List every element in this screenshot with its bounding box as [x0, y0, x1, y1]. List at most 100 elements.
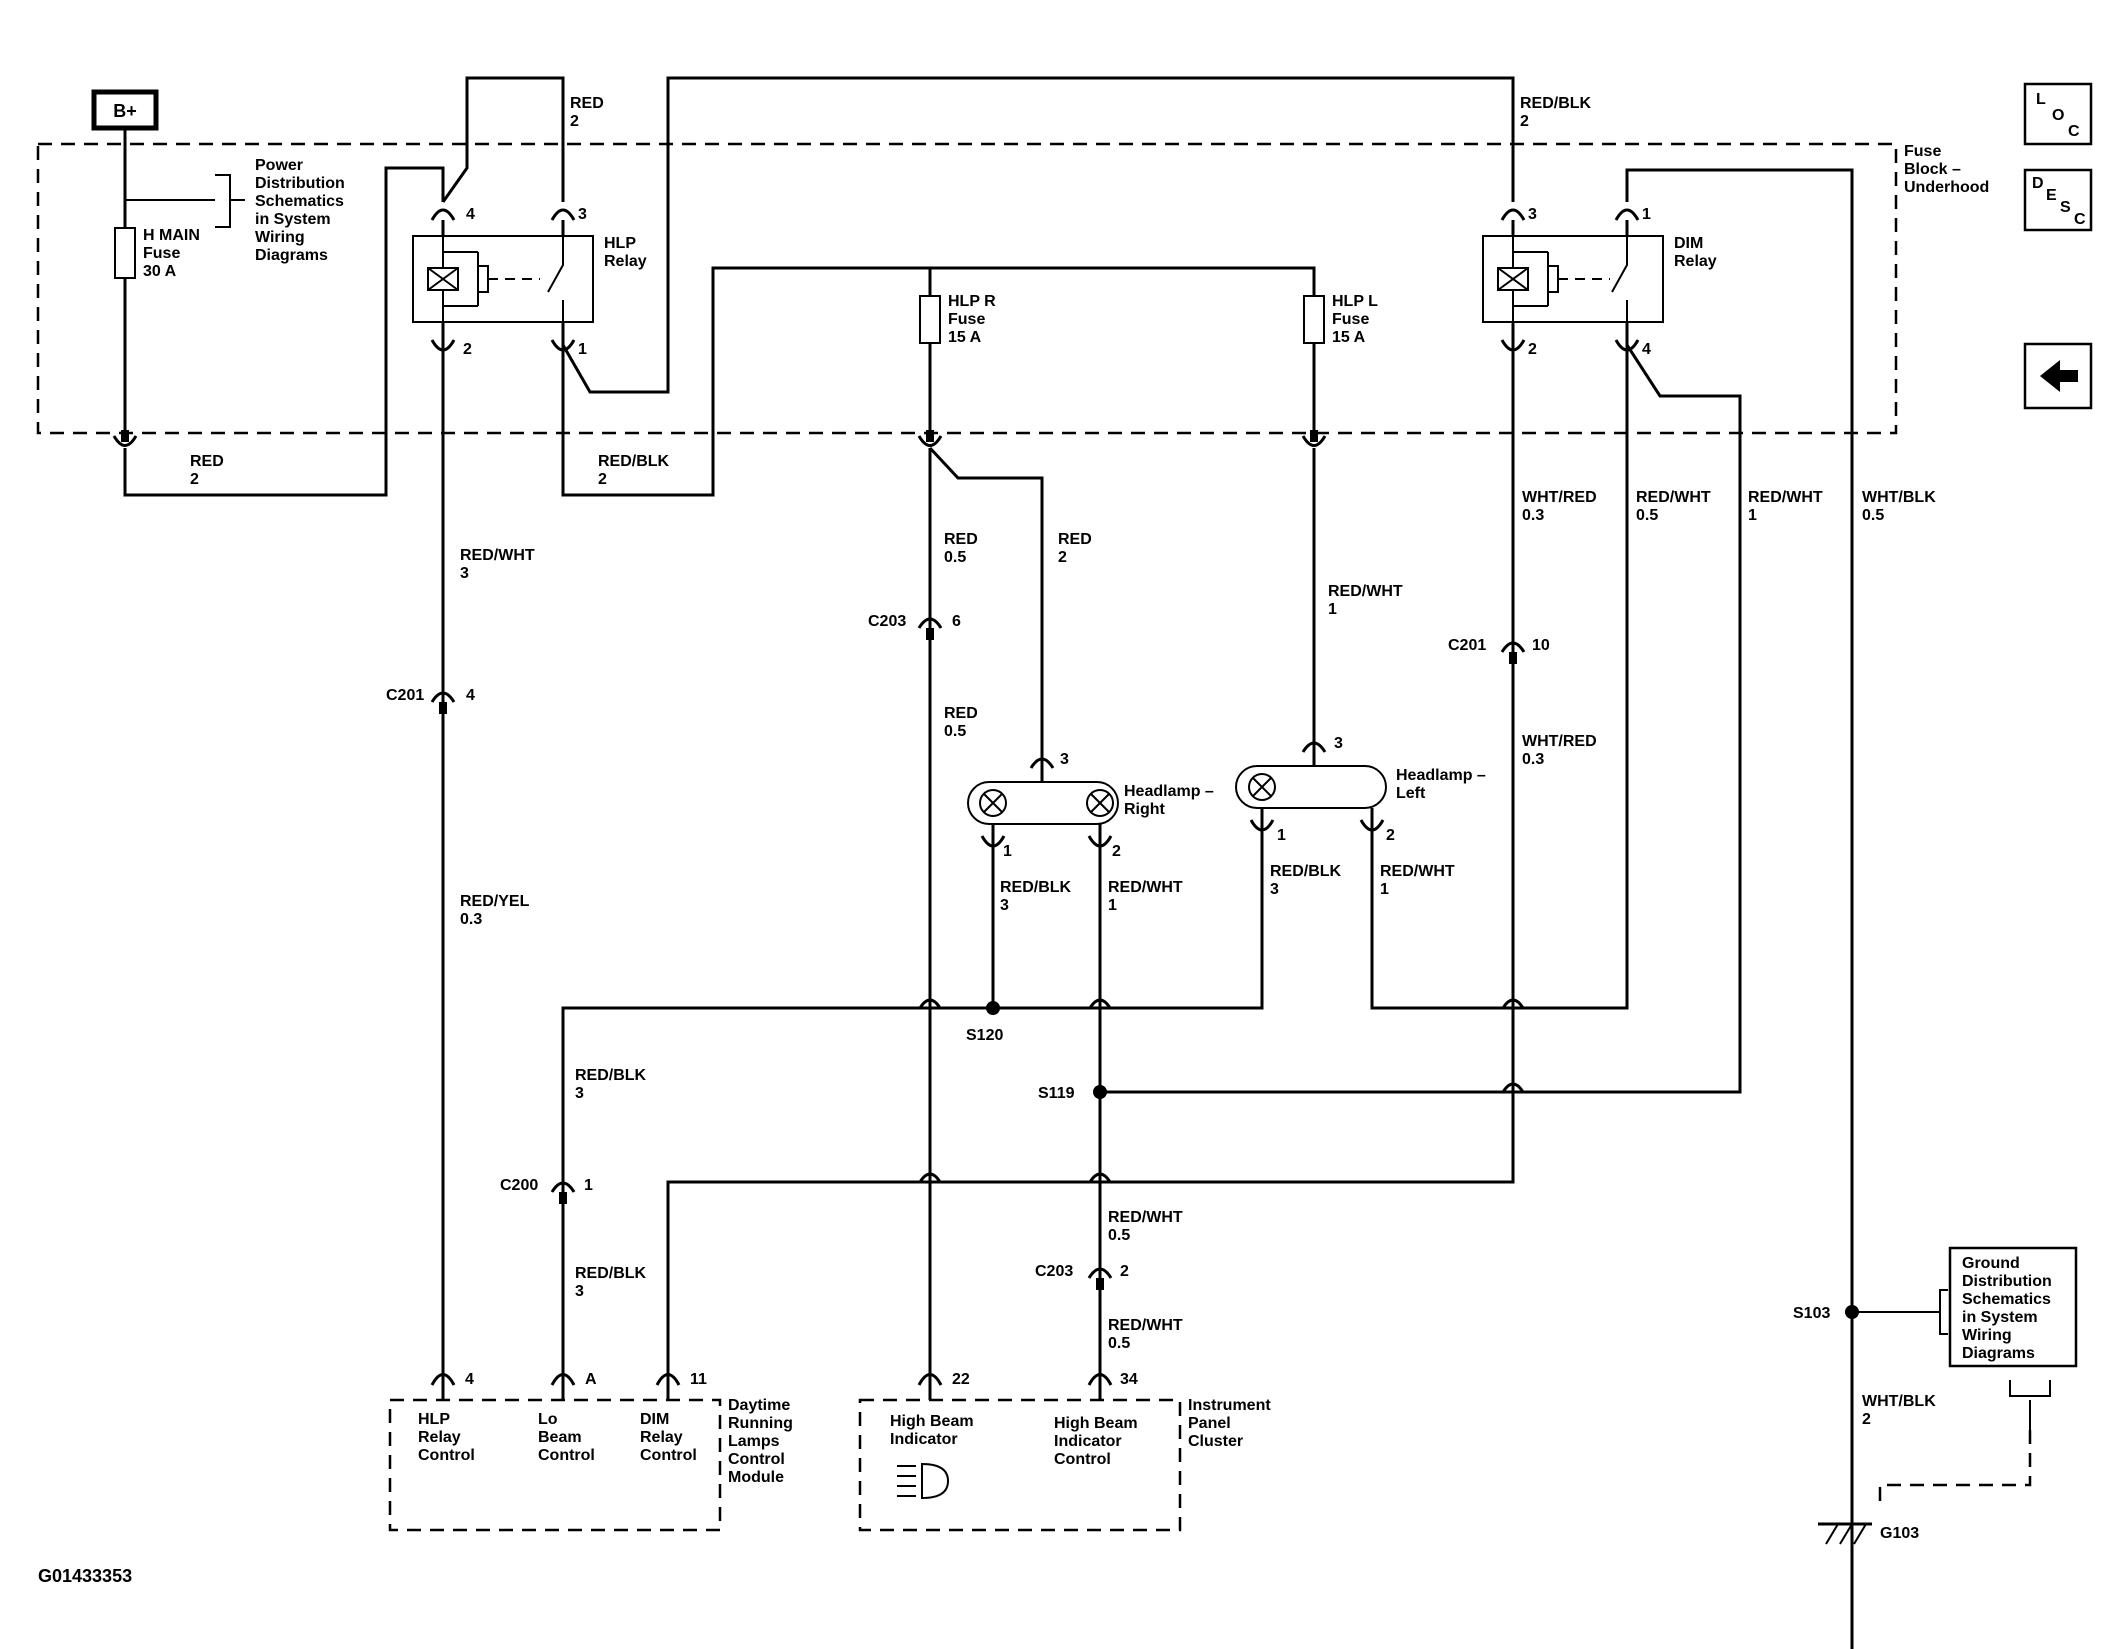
desc-c: C — [2074, 211, 2086, 228]
drl-hlp-line1: HLP — [418, 1411, 450, 1428]
wire-red2-top-gauge: 2 — [570, 113, 579, 130]
wire-redwht1-dim-color: RED/WHT — [1748, 489, 1823, 506]
fuse-block-line3: Underhood — [1904, 179, 1989, 196]
wire-red05a-gauge: 0.5 — [944, 549, 966, 566]
fuse-block-underhood — [36, 142, 1898, 435]
ground-dist-line5: Wiring — [1962, 1327, 2012, 1344]
c201b-id: C201 — [1448, 637, 1486, 654]
left-arrow-icon[interactable] — [2023, 342, 2093, 410]
ipc-line1: Instrument — [1188, 1397, 1271, 1414]
hlpl-fuse-line1: HLP L — [1332, 293, 1378, 310]
instrument-panel-cluster: 22 34 High Beam Indicator High Beam Indi… — [858, 1371, 1271, 1532]
c201b-pin: 10 — [1532, 637, 1550, 654]
ipc-line3: Cluster — [1188, 1433, 1243, 1450]
headlamp-right-line1: Headlamp – — [1124, 783, 1214, 800]
hlp-relay: HLP Relay — [412, 235, 647, 323]
dim-pin4-return — [1370, 345, 1629, 1010]
headlamp-right: 3 1 2 Headlamp – Right — [967, 751, 1214, 860]
dim-pin2: 2 — [1528, 341, 1537, 358]
drl-lo-line2: Beam — [538, 1429, 582, 1446]
hmain-fuse-line1: H MAIN — [143, 227, 200, 244]
wire-whtblk05-color: WHT/BLK — [1862, 489, 1936, 506]
dim-relay: DIM Relay — [1482, 235, 1717, 323]
wire-redyel-gauge: 0.3 — [460, 911, 482, 928]
headlamp-left-line2: Left — [1396, 785, 1426, 802]
drl-dim-line3: Control — [640, 1447, 697, 1464]
wire-redwht1-hr-color: RED/WHT — [1108, 879, 1183, 896]
wire-redwht05-c203a-color: RED/WHT — [1108, 1209, 1183, 1226]
dim-relay-line2: Relay — [1674, 253, 1717, 270]
wire-whtblk05-gauge: 0.5 — [1862, 507, 1884, 524]
wire-redwht3-color: RED/WHT — [460, 547, 535, 564]
drl-dim-line1: DIM — [640, 1411, 669, 1428]
wire-redwht1-dim-gauge: 1 — [1748, 507, 1757, 524]
wire-redwht05-c203b-gauge: 0.5 — [1108, 1335, 1130, 1352]
splices: S120 S119 S103 — [966, 1001, 1859, 1322]
hlp-relay-pin1-bottom — [561, 266, 1316, 497]
drl-lo-line1: Lo — [538, 1411, 558, 1428]
wire-redblk3-hl-color: RED/BLK — [1270, 863, 1342, 880]
hlpr-branch — [928, 446, 1044, 752]
ipc-hbic-line1: High Beam — [1054, 1415, 1138, 1432]
high-beam-icon — [897, 1462, 950, 1500]
wire-redwht05-dim-gauge: 0.5 — [1636, 507, 1658, 524]
wire-whtred03b-color: WHT/RED — [1522, 733, 1597, 750]
wire-whtblk2-color: WHT/BLK — [1862, 1393, 1936, 1410]
drl-dim-line2: Relay — [640, 1429, 683, 1446]
splice-s120: S120 — [966, 1027, 1003, 1044]
ground-dist-line1: Ground — [1962, 1255, 2020, 1272]
wire-redblk3-c200b-gauge: 3 — [575, 1283, 584, 1300]
loc-icon[interactable]: L O C — [2023, 82, 2093, 146]
wire-whtred03a-color: WHT/RED — [1522, 489, 1597, 506]
c203a-pin: 6 — [952, 613, 961, 630]
power-dist-line5: Wiring — [255, 229, 305, 246]
wire-redyel-color: RED/YEL — [460, 893, 530, 910]
wire-redwht1-hl2-color: RED/WHT — [1380, 863, 1455, 880]
ground-g103-icon: G103 — [1818, 1522, 1919, 1545]
hlp-pin4: 4 — [466, 206, 475, 223]
dim-pin3: 3 — [1528, 206, 1537, 223]
ipc-hbic-line3: Control — [1054, 1451, 1111, 1468]
desc-icon[interactable]: D E S C — [2023, 168, 2093, 232]
hl-pin2: 2 — [1386, 827, 1395, 844]
wire-redblk2-top-color: RED/BLK — [1520, 95, 1592, 112]
drl-hlp-line2: Relay — [418, 1429, 461, 1446]
wire-red05b-gauge: 0.5 — [944, 723, 966, 740]
hmain-out-wire — [123, 166, 445, 497]
drl-pinA: A — [585, 1371, 597, 1388]
wire-red2-bot-gauge: 2 — [190, 471, 199, 488]
hlpr-fuse: HLP R Fuse 15 A — [919, 293, 996, 346]
ipc-hbi-line2: Indicator — [890, 1431, 958, 1448]
hlpr-fuse-line2: Fuse — [948, 311, 985, 328]
relay-terminals: 4 3 2 1 3 1 2 4 — [430, 206, 1651, 358]
power-dist-line6: Diagrams — [255, 247, 328, 264]
wire-redblk2-top-gauge: 2 — [1520, 113, 1529, 130]
wire-whtred03b-gauge: 0.3 — [1522, 751, 1544, 768]
wire-redwht1-hl-gauge: 1 — [1328, 601, 1337, 618]
drl-module-line1: Daytime — [728, 1397, 790, 1414]
fuse-block-terminals — [112, 430, 1327, 447]
drl-lo-line3: Control — [538, 1447, 595, 1464]
headlamp-left-line1: Headlamp – — [1396, 767, 1486, 784]
c203b-pin: 2 — [1120, 1263, 1129, 1280]
hl-pin1: 1 — [1277, 827, 1286, 844]
wire-redwht05-c203b-color: RED/WHT — [1108, 1317, 1183, 1334]
headlamp-right-line2: Right — [1124, 801, 1166, 818]
ground-g103: G103 — [1880, 1525, 1919, 1542]
c203a-id: C203 — [868, 613, 906, 630]
drl-module-line3: Lamps — [728, 1433, 780, 1450]
c201a-pin: 4 — [466, 687, 475, 704]
wire-red05a-color: RED — [944, 531, 978, 548]
hlp-pin1: 1 — [578, 341, 587, 358]
hmain-fuse-line2: Fuse — [143, 245, 180, 262]
diagram-id: G01433353 — [38, 1566, 132, 1586]
wire-labels: RED 2 RED/BLK 2 RED 2 RED/BLK 2 RED/WHT … — [190, 95, 1936, 1428]
wire-redblk3-hr-color: RED/BLK — [1000, 879, 1072, 896]
drl-pin11: 11 — [690, 1371, 707, 1388]
loc-l: L — [2036, 91, 2046, 108]
fuse-block-line1: Fuse — [1904, 143, 1941, 160]
splice-s103: S103 — [1793, 1305, 1830, 1322]
ground-dist-line2: Distribution — [1962, 1273, 2052, 1290]
c200-pin: 1 — [584, 1177, 593, 1194]
drl-pin4: 4 — [465, 1371, 474, 1388]
